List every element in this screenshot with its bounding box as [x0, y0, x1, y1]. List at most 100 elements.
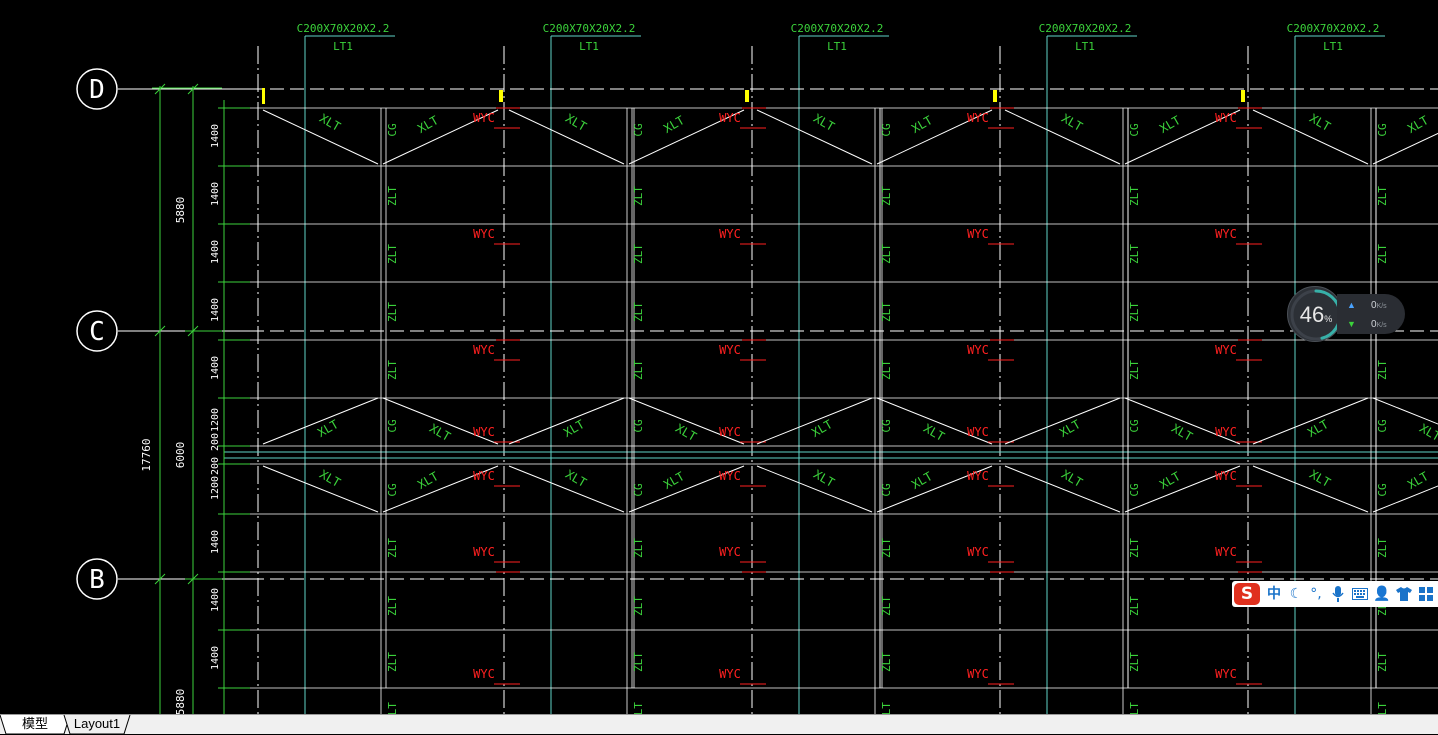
tab-shapes — [0, 715, 131, 735]
cg-label: CG — [632, 419, 645, 432]
xlt-label: XLT — [909, 469, 935, 492]
zlt-label: ZLT — [1376, 538, 1389, 558]
wyc-label: WYC — [473, 425, 495, 439]
xlt-label: XLT — [563, 467, 589, 490]
purlin-spacing-label: 200 — [210, 457, 221, 475]
user-icon[interactable]: 👤 — [1373, 586, 1391, 602]
moon-icon[interactable]: ☾ — [1289, 586, 1303, 602]
zlt-label: ZLT — [632, 596, 645, 616]
zlt-label: ZLT — [1128, 702, 1141, 714]
layout-tab-strip: 模型 Layout1 — [0, 714, 1438, 735]
cg-label: CG — [386, 419, 399, 432]
brace-diagonal — [1372, 132, 1438, 165]
purlin-spacing-label: 1400 — [210, 298, 221, 322]
zlt-label: ZLT — [880, 596, 893, 616]
column-marker — [993, 90, 997, 102]
member-tag-label: LT1 — [827, 40, 847, 53]
zlt-label: ZLT — [1376, 652, 1389, 672]
member-tag-label: LT1 — [579, 40, 599, 53]
xlt-label: XLT — [1307, 111, 1333, 134]
keyboard-icon[interactable] — [1350, 584, 1370, 604]
tab-model[interactable]: 模型 — [21, 716, 48, 731]
xlt-label: XLT — [415, 469, 441, 492]
network-monitor-widget[interactable]: 46% ▲ 0K/s ▼ 0K/s — [1287, 286, 1405, 342]
brace-diagonal — [628, 465, 745, 513]
download-row: ▼ 0K/s — [1347, 319, 1403, 335]
zlt-label: ZLT — [880, 538, 893, 558]
usage-percent-unit: % — [1324, 314, 1333, 324]
brace-diagonal — [1124, 397, 1241, 445]
grid-icon[interactable] — [1416, 584, 1436, 604]
sogou-logo-icon[interactable]: S — [1234, 583, 1260, 605]
zlt-label: ZLT — [386, 302, 399, 322]
zlt-label: ZLT — [1128, 596, 1141, 616]
dim-slash — [187, 83, 199, 95]
zlt-label: ZLT — [632, 360, 645, 380]
grid-axis-label-C: C — [89, 317, 105, 347]
zlt-label: ZLT — [386, 652, 399, 672]
xlt-label: XLT — [661, 469, 687, 492]
brace-diagonal — [382, 465, 499, 513]
zlt-label: ZLT — [880, 302, 893, 322]
dim-slash — [187, 325, 199, 337]
zlt-label: ZLT — [880, 702, 893, 714]
purlin-spacing-label: 1200 — [210, 408, 221, 432]
purlin-spacing-label: 1400 — [210, 124, 221, 148]
zlt-label: ZLT — [1376, 186, 1389, 206]
brace-diagonal — [1124, 109, 1241, 165]
brace-diagonal — [1004, 465, 1121, 513]
zlt-label: ZLT — [880, 244, 893, 264]
xlt-label: XLT — [1059, 111, 1085, 134]
zlt-label: ZLT — [1376, 702, 1389, 714]
xlt-label: XLT — [909, 113, 935, 136]
arrow-down-icon: ▼ — [1347, 319, 1356, 329]
zlt-label: ZLT — [632, 244, 645, 264]
brace-diagonal — [628, 397, 745, 445]
cg-label: CG — [632, 123, 645, 136]
cg-label: CG — [386, 483, 399, 496]
cg-label: CG — [386, 123, 399, 136]
xlt-label: XLT — [315, 417, 341, 440]
usage-percent-value: 46 — [1299, 302, 1325, 327]
wyc-label: WYC — [967, 469, 989, 483]
shirt-icon[interactable] — [1394, 584, 1414, 604]
xlt-label: XLT — [1305, 417, 1331, 440]
brace-diagonal — [876, 397, 993, 445]
wyc-label: WYC — [473, 111, 495, 125]
tab-layout1[interactable]: Layout1 — [73, 716, 121, 731]
member-spec-label: C200X70X20X2.2 — [297, 22, 390, 35]
zlt-label: ZLT — [386, 244, 399, 264]
xlt-label: XLT — [1405, 469, 1431, 492]
member-spec-label: C200X70X20X2.2 — [1039, 22, 1132, 35]
ime-toolbar[interactable]: S 中 ☾ °, 👤 — [1232, 581, 1438, 607]
wyc-label: WYC — [719, 667, 741, 681]
brace-diagonal — [756, 109, 873, 165]
xlt-label: XLT — [661, 113, 687, 136]
brace-diagonal — [756, 397, 873, 445]
dim-span-dc-label: 5880 — [174, 197, 187, 224]
member-tag-label: LT1 — [1075, 40, 1095, 53]
zlt-label: ZLT — [1128, 538, 1141, 558]
punctuation-icon[interactable]: °, — [1310, 586, 1322, 602]
xlt-label: XLT — [563, 111, 589, 134]
wyc-label: WYC — [967, 343, 989, 357]
grid-bubble-B — [76, 558, 118, 600]
brace-diagonal — [1004, 397, 1121, 445]
zlt-label: ZLT — [1128, 186, 1141, 206]
upload-unit: K/s — [1376, 303, 1387, 310]
column-marker — [1241, 90, 1245, 102]
usage-percent: 46% — [1288, 302, 1344, 328]
dim-span-cb-label: 6000 — [174, 442, 187, 469]
zlt-label: ZLT — [880, 186, 893, 206]
zlt-label: ZLT — [386, 702, 399, 714]
zlt-label: ZLT — [386, 186, 399, 206]
cg-label: CG — [1128, 419, 1141, 432]
microphone-icon[interactable] — [1328, 584, 1348, 604]
brace-diagonal — [1372, 485, 1438, 513]
xlt-label: XLT — [811, 467, 837, 490]
member-spec-label: C200X70X20X2.2 — [543, 22, 636, 35]
ime-lang-toggle[interactable]: 中 — [1267, 586, 1281, 602]
xlt-label: XLT — [1405, 113, 1431, 136]
